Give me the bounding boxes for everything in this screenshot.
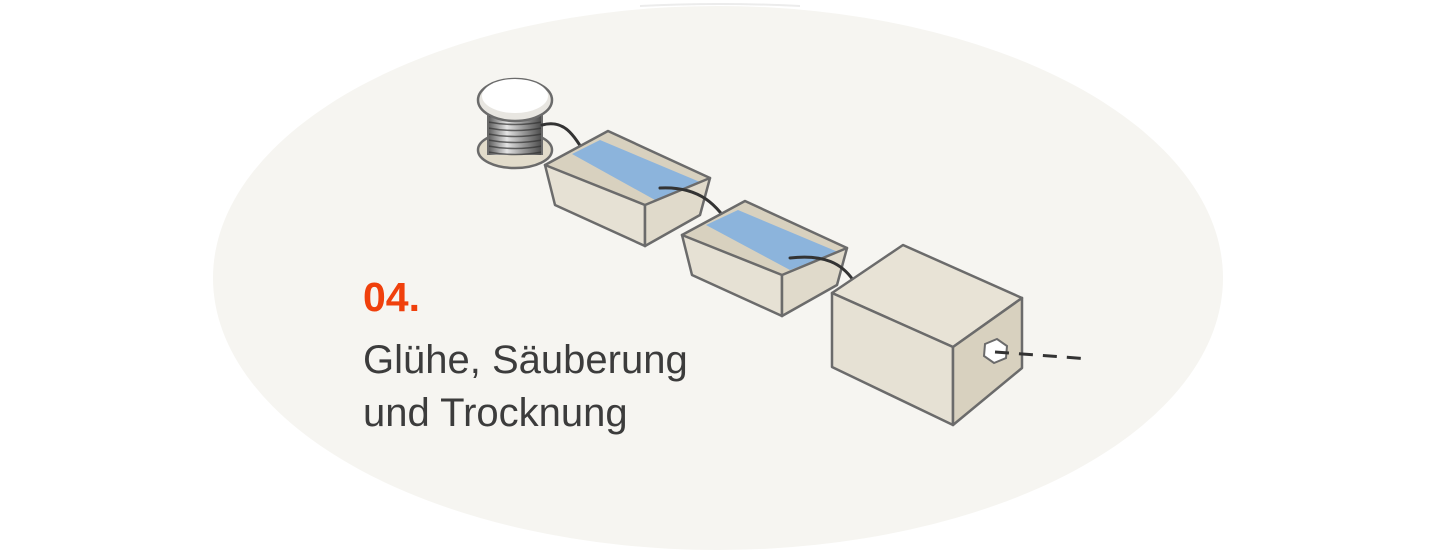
wire-segment-3 [788, 255, 855, 282]
step-number: 04. [363, 274, 420, 320]
wire-spool-icon [476, 77, 554, 170]
drying-box-icon [830, 243, 1024, 427]
step-title-line: Glühe, Säuberung [363, 338, 688, 382]
step-title: Glühe, Säuberung und Trocknung [363, 334, 823, 440]
water-bath-icon [543, 129, 712, 248]
step-title-line: und Trocknung [363, 391, 628, 435]
outgoing-wire [994, 350, 1091, 361]
water-bath-icon [680, 199, 849, 318]
step-caption: 04. Glühe, Säuberung und Trocknung [363, 272, 823, 440]
